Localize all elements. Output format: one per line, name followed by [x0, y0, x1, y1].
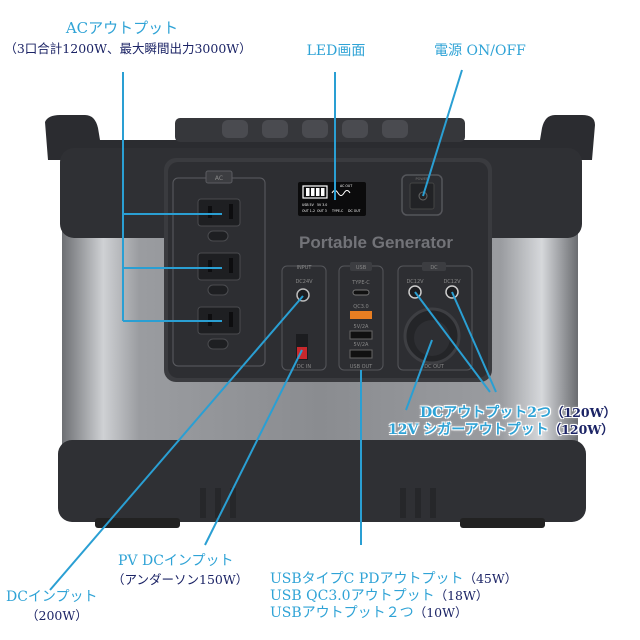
svg-text:USB 5V: USB 5V: [302, 203, 315, 207]
svg-text:DC: DC: [430, 265, 438, 271]
svg-text:5V/2A: 5V/2A: [354, 324, 369, 330]
svg-text:POWER: POWER: [416, 177, 430, 181]
cigar-output-callout: 12V シガーアウトプット（120W）: [388, 421, 614, 439]
cigar-output-detail: （120W）: [548, 422, 614, 437]
ac-output-detail: （3口合計1200W、最大瞬間出力3000W）: [4, 41, 252, 56]
power-title: 電源 ON/OFF: [434, 43, 526, 59]
usb-qc-title: USB QC3.0アウトプット: [270, 588, 435, 604]
svg-text:USB: USB: [356, 265, 367, 271]
svg-text:AC OUT: AC OUT: [340, 184, 352, 188]
usb-section: USB TYPE-C QC3.0 5V/2A 5V/2A USB OUT: [338, 262, 384, 371]
base: [58, 440, 586, 522]
svg-text:DC OUT: DC OUT: [348, 209, 361, 213]
svg-text:INPUT: INPUT: [297, 265, 313, 271]
brand-text: Portable Generator: [299, 233, 453, 252]
power-icon: [418, 191, 428, 201]
usb-c-title: USBタイプC PDアウトプット: [270, 571, 464, 587]
svg-text:TYPE-C: TYPE-C: [351, 280, 370, 286]
led-screen-title: LED画面: [306, 43, 366, 59]
usb-a-detail: （10W）: [413, 605, 468, 620]
ac-output-title: ACアウトプット: [65, 19, 179, 37]
usb-qc-detail: （18W）: [434, 588, 489, 603]
usb-a-callout: USBアウトプット２つ（10W）: [270, 604, 467, 622]
dc-input-title: DCインプット: [6, 589, 98, 605]
svg-text:5V/2A: 5V/2A: [354, 342, 369, 348]
svg-text:OUT 3: OUT 3: [317, 209, 327, 213]
ac-panel-label: AC: [215, 175, 223, 182]
usb-c-detail: （45W）: [463, 571, 518, 586]
dc-output-title: DCアウトプット2つ: [420, 405, 552, 421]
svg-text:QC3.0: QC3.0: [353, 304, 368, 310]
dc-output-detail: （120W）: [551, 405, 617, 420]
callout-lines: [49, 69, 497, 591]
svg-text:DC IN: DC IN: [297, 364, 311, 370]
usb-c-callout: USBタイプC PDアウトプット（45W）: [270, 570, 517, 588]
svg-text:DC24V: DC24V: [295, 279, 313, 285]
foot: [460, 518, 545, 528]
usb-qc-callout: USB QC3.0アウトプット（18W）: [270, 587, 488, 605]
dc-input-detail: （200W）: [26, 608, 88, 623]
cigar-output-title: 12V シガーアウトプット: [388, 422, 549, 438]
power-button[interactable]: POWER: [401, 174, 443, 216]
svg-text:OUT 1-2: OUT 1-2: [302, 209, 315, 213]
usb-a-title: USBアウトプット２つ: [270, 605, 414, 621]
svg-text:USB OUT: USB OUT: [350, 364, 373, 370]
dc-section: DC DC12V DC12V DC OUT: [397, 262, 473, 371]
svg-text:5V 3.0: 5V 3.0: [317, 203, 327, 207]
svg-text:DC12V: DC12V: [443, 279, 461, 285]
svg-text:DC OUT: DC OUT: [424, 364, 445, 370]
dc-output-callout: DCアウトプット2つ（120W）: [420, 404, 616, 422]
svg-text:DC12V: DC12V: [406, 279, 424, 285]
pv-input-detail: （アンダーソン150W）: [112, 572, 249, 587]
foot: [95, 518, 180, 528]
base-vents: [200, 488, 436, 518]
pv-input-title: PV DCインプット: [118, 553, 234, 569]
led-screen: AC OUT USB 5V OUT 1-2 5V 3.0 OUT 3 TYPE-…: [298, 182, 366, 216]
input-section: INPUT DC24V DC IN: [281, 265, 327, 371]
svg-text:TYPE-C: TYPE-C: [331, 209, 344, 213]
